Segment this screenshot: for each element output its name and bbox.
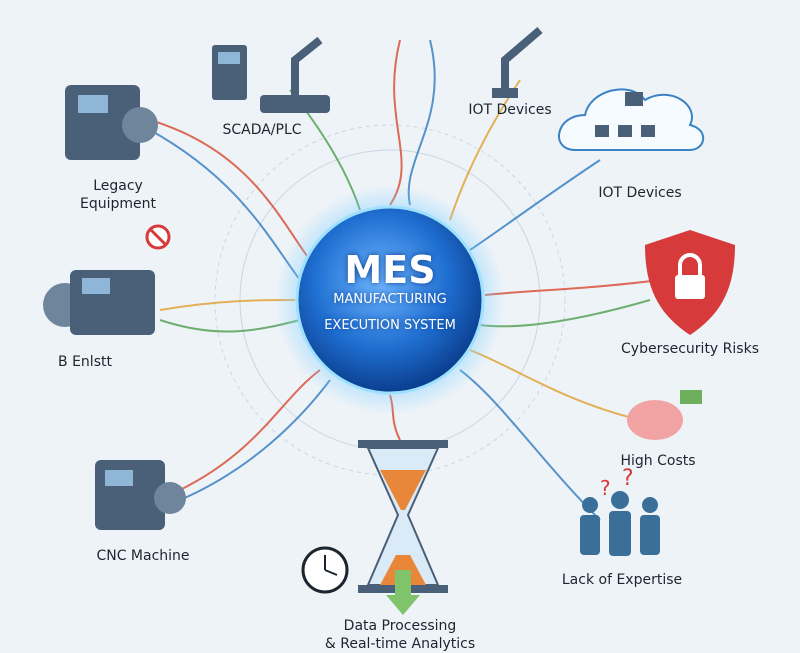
svg-text:?: ? xyxy=(622,466,634,491)
robot-arm-icon xyxy=(501,26,543,90)
mes-subtitle-2: EXECUTION SYSTEM xyxy=(324,318,456,333)
label-scada: SCADA/PLC xyxy=(222,122,302,138)
piggy-bank-icon xyxy=(627,390,702,440)
clock-icon xyxy=(301,546,349,594)
mes-orb xyxy=(295,205,485,395)
down-arrow-icon xyxy=(386,570,420,615)
cnc-machine-icon xyxy=(95,460,186,530)
cloud-icon xyxy=(558,88,705,151)
label-costs: High Costs xyxy=(620,453,696,469)
hourglass-icon xyxy=(358,440,448,593)
label-iot-cloud: IOT Devices xyxy=(598,185,682,201)
mes-subtitle-1: MANUFACTURING xyxy=(333,292,447,307)
label-legacy-2: Equipment xyxy=(80,196,156,212)
shield-lock-icon xyxy=(645,230,735,335)
scada-plc-icon xyxy=(212,36,330,113)
label-cnc: CNC Machine xyxy=(96,548,190,564)
label-data-2: & Real-time Analytics xyxy=(324,636,476,652)
label-cyber: Cybersecurity Risks xyxy=(621,341,759,357)
label-legacy-1: Legacy xyxy=(93,178,143,194)
svg-text:?: ? xyxy=(600,476,611,500)
label-expertise: Lack of Expertise xyxy=(561,572,683,588)
label-data-1: Data Processing xyxy=(343,618,457,634)
confused-people-icon: ? ? xyxy=(580,466,660,556)
label-iot-top: IOT Devices xyxy=(468,102,552,118)
no-sign-icon xyxy=(145,224,171,250)
label-b-enlstt: B Enlstt xyxy=(58,354,112,370)
legacy-machine-icon xyxy=(65,85,158,160)
mes-title: MES xyxy=(344,248,436,292)
gear-machine-icon xyxy=(43,270,155,335)
